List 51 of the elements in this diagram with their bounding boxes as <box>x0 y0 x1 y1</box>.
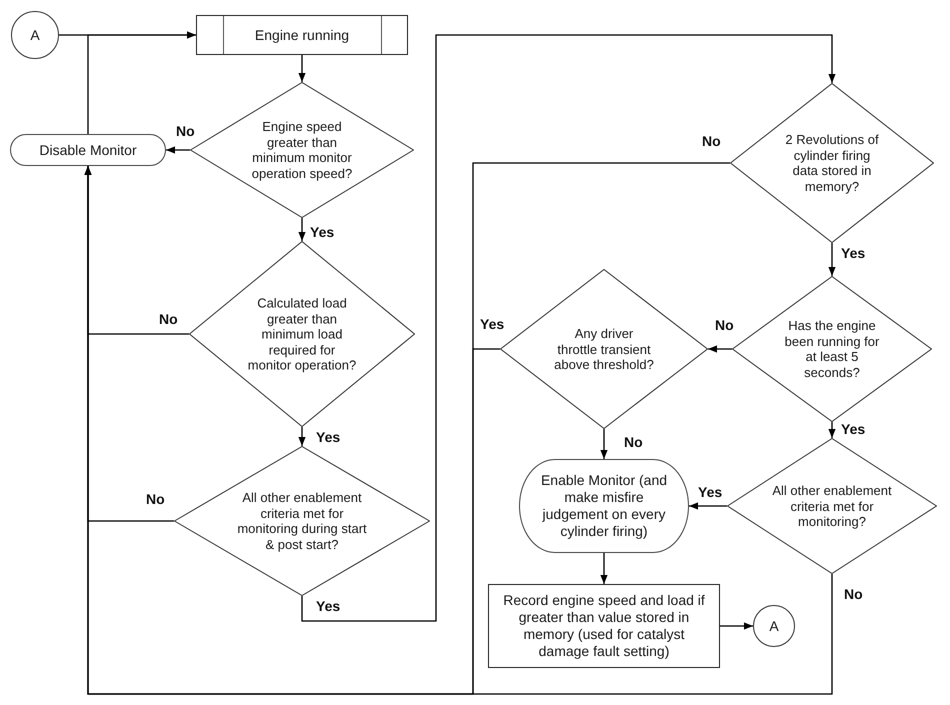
question-text: All other enablement criteria met for monitoring? <box>771 482 893 530</box>
edge-label: Yes <box>840 421 866 437</box>
edge-label: No <box>714 317 735 333</box>
edge-label: Yes <box>309 224 336 240</box>
question-text: Any driver throttle transient above threshold? <box>554 326 654 372</box>
step-label: Record engine speed and load if greater than value stored in memory (used for catalyst damage fault setting) <box>502 592 706 660</box>
question-text: Calculated load greater than minimum load required for monitor operation? <box>247 295 357 373</box>
decision-diamond <box>730 83 934 243</box>
decision-diamond <box>732 276 932 422</box>
flow-arrow <box>828 422 836 438</box>
rounded-process-box <box>519 459 689 553</box>
question-text: Engine speed greater than minimum monitor operation speed? <box>250 119 354 181</box>
flow-arrow <box>298 427 306 446</box>
flow-arrow <box>600 553 608 584</box>
terminal-shape <box>10 134 166 166</box>
question-text: All other enablement criteria met for monitoring during start & post start? <box>236 490 368 552</box>
connector-label: A <box>30 26 40 44</box>
decision-diamond <box>189 241 415 427</box>
predefined-process-box <box>196 15 408 55</box>
edge-label: Yes <box>697 484 724 500</box>
decision-diamond <box>174 446 430 596</box>
edge-label: Yes <box>315 598 342 614</box>
flow-arrow <box>301 34 836 622</box>
edge-label: No <box>145 491 166 507</box>
edge-label: Yes <box>315 429 342 445</box>
flow-arrow <box>298 55 306 82</box>
connector-label: A <box>769 618 779 634</box>
flow-arrow <box>600 429 608 459</box>
flow-arrow <box>87 31 196 134</box>
flow-arrow <box>298 218 306 241</box>
question-text: 2 Revolutions of cylinder firing data stored in memory? <box>784 132 880 194</box>
edge-label: No <box>623 434 644 450</box>
edge-label: No <box>701 133 722 149</box>
flow-arrow <box>720 622 753 630</box>
connector-circle <box>11 11 59 59</box>
flow-arrow <box>708 345 732 353</box>
process-box <box>488 584 720 668</box>
step-label: Engine running <box>254 26 350 44</box>
edge-label: Yes <box>479 316 506 332</box>
edge-label: No <box>175 123 196 139</box>
terminal-label: Disable Monitor <box>39 142 137 158</box>
decision-diamond <box>727 438 937 574</box>
step-label: Enable Monitor (and make misfire judgement on every cylinder firing) <box>540 472 668 540</box>
connector-circle <box>753 605 795 647</box>
edge-label: No <box>843 586 864 602</box>
flow-arrow <box>166 146 190 154</box>
edge-label: No <box>158 311 179 327</box>
question-text: Has the engine been running for at least 5 seconds? <box>784 318 880 380</box>
edge-label: Yes <box>840 245 866 261</box>
flow-arrow <box>828 243 836 276</box>
flow-arrow <box>689 502 727 510</box>
